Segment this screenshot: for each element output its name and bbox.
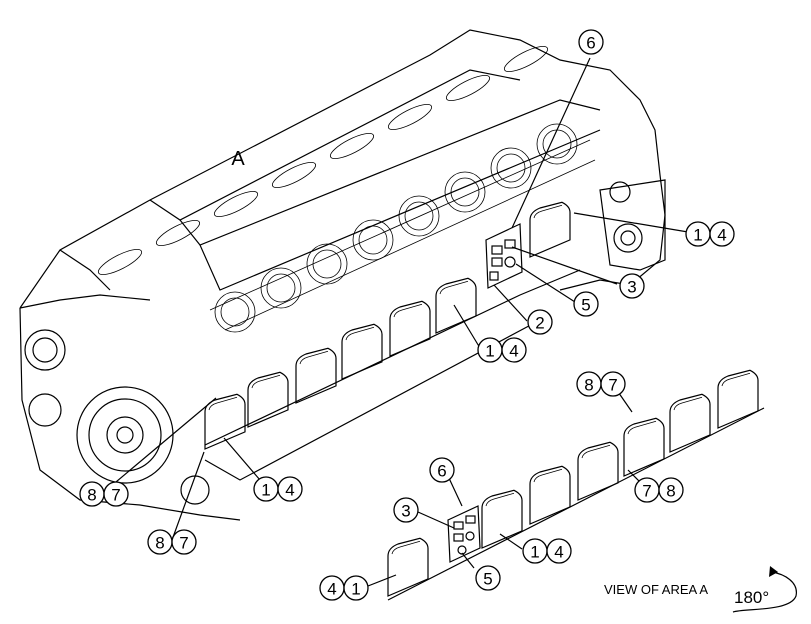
callout-c4-d: 4 — [546, 538, 572, 564]
callout-number: 4 — [327, 580, 336, 599]
strip-side-cover — [669, 393, 711, 453]
cylinder-bore-top — [271, 162, 317, 188]
engine-side-cover — [389, 300, 431, 357]
callout-number: 4 — [717, 226, 726, 245]
callout-c7-b: 7 — [171, 529, 197, 555]
cylinder-bore-top — [387, 104, 433, 130]
callout-number: 3 — [401, 502, 410, 521]
callout-c4-e: 4 — [319, 575, 345, 601]
callout-c1-b: 1 — [477, 337, 503, 363]
callout-number: 5 — [581, 296, 590, 315]
callout-number: 7 — [642, 482, 651, 501]
callout-c2: 2 — [527, 309, 553, 335]
callout-c7-c: 7 — [600, 371, 626, 397]
cylinder-bore-inner — [404, 201, 434, 231]
callout-number: 1 — [485, 342, 494, 361]
strip-side-cover — [529, 465, 571, 525]
callout-number: 7 — [608, 376, 617, 395]
callout-c5-top: 5 — [573, 291, 599, 317]
cylinder-bore-top — [213, 191, 259, 217]
callout-number: 2 — [535, 314, 544, 333]
callout-c1-c: 1 — [253, 476, 279, 502]
callout-c6-bot: 6 — [429, 457, 455, 483]
callout-number: 1 — [693, 226, 702, 245]
callout-number: 4 — [285, 481, 294, 500]
engine-covers — [204, 201, 571, 450]
callout-number: 3 — [627, 278, 636, 297]
callout-c4-c: 4 — [277, 476, 303, 502]
callout-number: 7 — [111, 486, 120, 505]
cylinder-bore-top — [445, 75, 491, 101]
engine-side-cover — [295, 347, 337, 404]
cylinder-bore-inner — [450, 177, 480, 207]
strip-side-cover — [577, 441, 619, 501]
callout-number: 1 — [261, 481, 270, 500]
callout-c3-bot: 3 — [393, 497, 419, 523]
callout-number: 4 — [509, 342, 518, 361]
cylinder-bore-side — [444, 171, 486, 213]
strip-side-cover — [717, 369, 759, 429]
cylinder-bore-inner — [496, 153, 526, 183]
cylinder-bore-side — [398, 195, 440, 237]
cylinder-bore-top — [503, 46, 549, 72]
rotation-arrow-icon — [732, 566, 797, 613]
callout-number: 8 — [155, 534, 164, 553]
cylinder-bore-side — [352, 219, 394, 261]
callout-c8-a: 8 — [79, 481, 105, 507]
cylinder-bore-side — [490, 147, 532, 189]
strip-side-cover — [387, 537, 429, 597]
callout-c8-d: 8 — [658, 477, 684, 503]
cylinder-bore-side — [214, 291, 256, 333]
area-label: A — [231, 148, 245, 170]
callout-c7-d: 7 — [634, 477, 660, 503]
cylinder-bore-side — [306, 243, 348, 285]
callout-number: 8 — [87, 486, 96, 505]
view-a-covers — [387, 369, 765, 601]
callout-c1-a: 1 — [685, 221, 711, 247]
cylinder-bore-top — [155, 220, 201, 246]
strip-base-line — [387, 407, 765, 601]
strip-breather-plate — [447, 505, 481, 563]
cylinder-bore-inner — [312, 249, 342, 279]
callout-number: 5 — [483, 570, 492, 589]
callout-number: 4 — [554, 543, 563, 562]
callout-number: 1 — [351, 580, 360, 599]
callout-number: 1 — [530, 543, 539, 562]
cylinder-bore-inner — [266, 273, 296, 303]
callout-c7-a: 7 — [103, 481, 129, 507]
leader-lines — [103, 57, 689, 587]
cylinder-bore-inner — [358, 225, 388, 255]
callout-c5-bot: 5 — [475, 565, 501, 591]
strip-side-cover — [623, 417, 665, 477]
engine-breather-plate — [485, 223, 523, 289]
callout-c6-top: 6 — [578, 29, 604, 55]
cylinder-bore-side — [260, 267, 302, 309]
engine-side-cover — [435, 277, 477, 334]
view-caption: VIEW OF AREA A — [604, 582, 708, 597]
engine-block-drawing — [19, 29, 666, 521]
callout-number: 6 — [586, 34, 595, 53]
callout-number: 6 — [437, 462, 446, 481]
callout-c4-a: 4 — [709, 221, 735, 247]
cylinder-bore-top — [97, 249, 143, 275]
callout-c1-d: 1 — [522, 538, 548, 564]
callout-c8-b: 8 — [147, 529, 173, 555]
engine-side-cover — [341, 323, 383, 380]
engine-side-cover — [247, 371, 289, 428]
callout-number: 7 — [179, 534, 188, 553]
callout-c4-b: 4 — [501, 337, 527, 363]
cylinder-bore-side — [536, 123, 578, 165]
strip-side-cover — [481, 489, 523, 549]
callout-c8-c: 8 — [576, 371, 602, 397]
cylinder-bore-inner — [220, 297, 250, 327]
callout-c3-top: 3 — [619, 273, 645, 299]
callout-number: 8 — [584, 376, 593, 395]
rotation-label: 180° — [734, 588, 769, 607]
cylinder-bore-top — [329, 133, 375, 159]
callout-number: 8 — [666, 482, 675, 501]
engine-side-cover — [529, 201, 571, 258]
callout-c1-e: 1 — [343, 575, 369, 601]
